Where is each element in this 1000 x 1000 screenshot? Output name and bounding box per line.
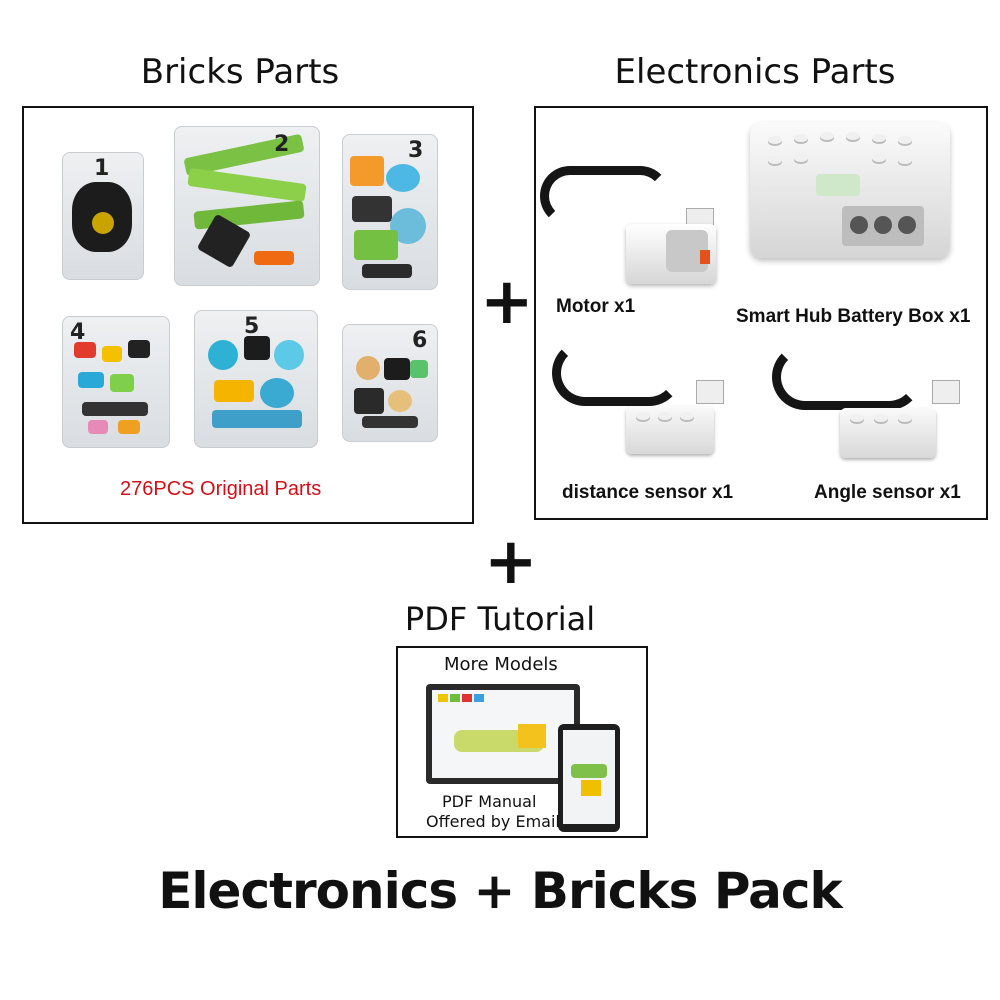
bag-number: 1 [94,156,110,181]
motor-label: Motor x1 [556,296,636,317]
parts-bag-3: 3 [342,134,438,290]
angle-sensor-connector [932,380,960,404]
distance-sensor-cable [552,340,682,406]
electronics-parts-title: Electronics Parts [614,52,896,92]
parts-count-caption: 276PCS Original Parts [120,478,322,500]
distance-sensor-connector [696,380,724,404]
angle-sensor-image [840,408,936,458]
tutorial-screenshot [426,684,580,784]
smart-hub-image [750,122,950,258]
bricks-parts-panel: 1 2 3 4 5 [22,106,474,524]
tutorial-heading: More Models [444,654,558,675]
parts-bag-2: 2 [174,126,320,286]
bag-number: 6 [412,328,428,353]
bag-number: 5 [244,314,260,339]
angle-sensor-label: Angle sensor x1 [814,482,961,503]
motor-cable [540,166,670,226]
parts-bag-1: 1 [62,152,144,280]
distance-sensor-image [626,406,714,454]
plus-icon: + [484,525,538,599]
distance-sensor-label: distance sensor x1 [562,482,734,503]
parts-bag-6: 6 [342,324,438,442]
angle-sensor-cable [772,344,922,410]
parts-bag-5: 5 [194,310,318,448]
motor-image [626,224,716,284]
smart-hub-label: Smart Hub Battery Box x1 [736,306,971,327]
tutorial-footer-line1: PDF Manual [442,792,537,811]
parts-bag-4: 4 [62,316,170,448]
bag-number: 3 [408,138,424,163]
plus-icon: + [480,265,534,339]
pack-title: Electronics + Bricks Pack [158,862,843,920]
hub-button [816,174,860,196]
pdf-tutorial-panel: More Models PDF Manual Offered by Email [396,646,648,838]
tutorial-footer-line2: Offered by Email [426,812,560,831]
bricks-parts-title: Bricks Parts [140,52,340,92]
bag-number: 2 [274,132,290,157]
pdf-tutorial-title: PDF Tutorial [404,600,596,638]
bag-number: 4 [70,320,86,345]
tutorial-tablet [558,724,620,832]
electronics-parts-panel: Motor x1 Smart Hub Battery Box x1 distan… [534,106,988,520]
